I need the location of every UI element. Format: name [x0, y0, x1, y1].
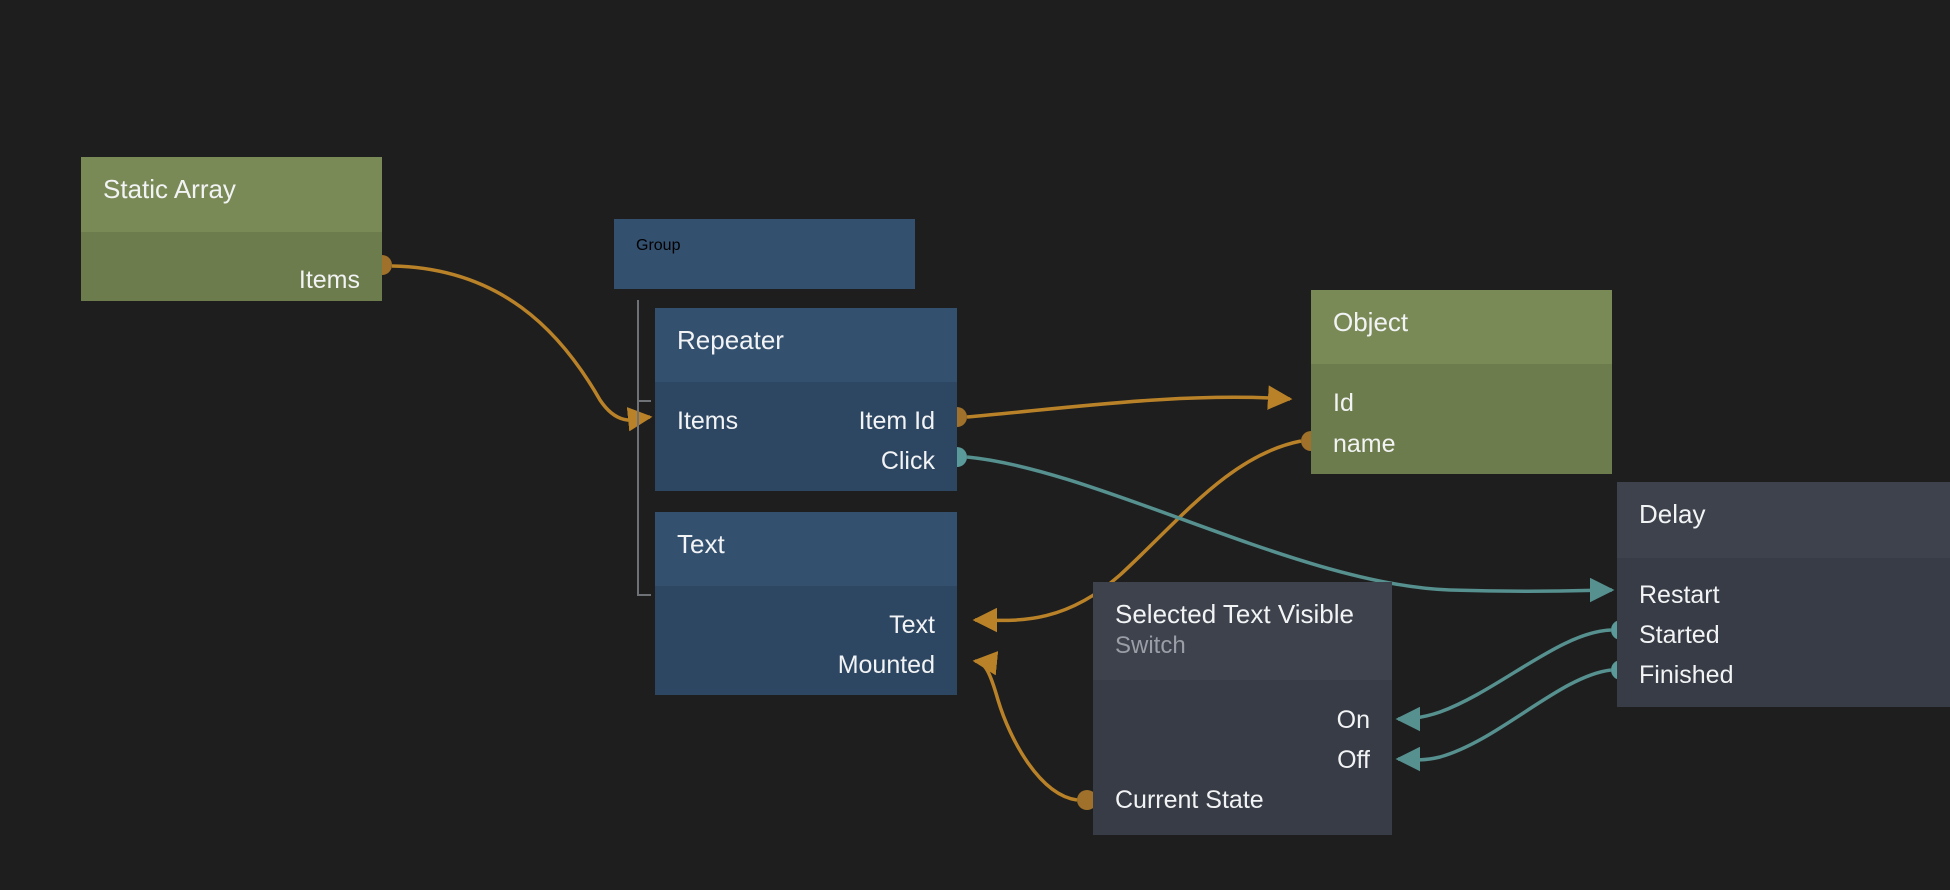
node-repeater[interactable]: Repeater Items Item Id Click	[655, 308, 957, 491]
node-text-title: Text	[677, 529, 725, 559]
port-delay-finished-out[interactable]: Finished	[1639, 661, 1734, 689]
node-selected-text-visible-title: Selected Text Visible	[1115, 599, 1354, 629]
node-static-array-header: Static Array	[81, 157, 382, 232]
group-tree-branch-repeater	[637, 400, 651, 402]
node-delay-header: Delay	[1617, 482, 1950, 558]
node-text[interactable]: Text Text Mounted	[655, 512, 957, 695]
group-tree-branch-text	[637, 594, 651, 596]
node-static-array[interactable]: Static Array Items	[81, 157, 382, 301]
node-delay[interactable]: Delay Restart Started Finished	[1617, 482, 1950, 707]
node-selected-text-visible-header: Selected Text Visible Switch	[1093, 582, 1392, 680]
edge-delay-started-to-switch-on	[1395, 620, 1631, 732]
port-text-text-in[interactable]: Text	[889, 611, 935, 639]
port-switch-off-in[interactable]: Off	[1337, 746, 1370, 774]
port-object-name-out[interactable]: name	[1333, 430, 1396, 458]
edge-switch-currentstate-to-text-mounted	[972, 651, 1097, 810]
edge-delay-finished-to-switch-off	[1395, 660, 1631, 772]
port-switch-current-state-out[interactable]: Current State	[1115, 786, 1264, 814]
port-switch-on-in[interactable]: On	[1336, 706, 1370, 734]
edge-static-array-items-to-repeater-items	[372, 255, 653, 432]
node-static-array-title: Static Array	[103, 174, 236, 204]
port-repeater-itemid-out[interactable]: Item Id	[858, 407, 935, 435]
node-repeater-header: Repeater	[655, 308, 957, 382]
edge-repeater-itemid-to-object-id	[947, 385, 1293, 427]
node-object-title: Object	[1333, 307, 1409, 337]
node-text-body: Text Mounted	[655, 586, 957, 695]
node-selected-text-visible[interactable]: Selected Text Visible Switch On Off Curr…	[1093, 582, 1392, 835]
port-delay-started-out[interactable]: Started	[1639, 621, 1720, 649]
group-tree-trunk	[637, 300, 639, 596]
node-object-body: Id name	[1311, 364, 1612, 474]
port-repeater-click-out[interactable]: Click	[880, 447, 935, 475]
port-static-array-items-out[interactable]: Items	[298, 266, 360, 294]
node-selected-text-visible-body: On Off Current State	[1093, 680, 1392, 835]
node-object[interactable]: Object Id name	[1311, 290, 1612, 474]
node-delay-body: Restart Started Finished	[1617, 558, 1950, 707]
node-text-header: Text	[655, 512, 957, 586]
node-selected-text-visible-subtitle: Switch	[1115, 631, 1186, 659]
node-repeater-body: Items Item Id Click	[655, 382, 957, 491]
node-group[interactable]: Group	[614, 219, 915, 289]
node-static-array-body: Items	[81, 232, 382, 301]
port-delay-restart-in[interactable]: Restart	[1639, 581, 1720, 609]
node-repeater-title: Repeater	[677, 325, 784, 355]
node-group-title: Group	[636, 237, 681, 254]
port-object-id-in[interactable]: Id	[1333, 389, 1354, 417]
node-delay-title: Delay	[1639, 499, 1706, 529]
port-repeater-items-in[interactable]: Items	[677, 407, 739, 435]
node-object-header: Object	[1311, 290, 1612, 364]
port-text-mounted-in[interactable]: Mounted	[837, 651, 935, 679]
